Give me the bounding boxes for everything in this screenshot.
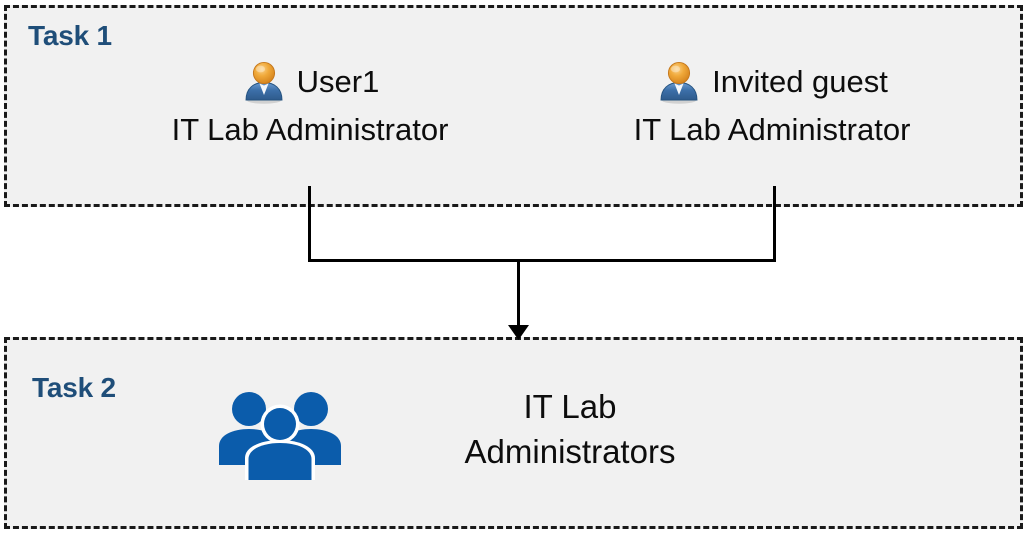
- user-group-icon: [219, 392, 341, 480]
- person-user1-name-row: User1: [110, 58, 510, 106]
- person-user1: User1 IT Lab Administrator: [110, 58, 510, 152]
- group-name-line1: IT Lab: [523, 388, 617, 425]
- user-group-icon-wrap: [216, 388, 344, 480]
- task1-container: [4, 5, 1023, 207]
- group-name-label: IT Lab Administrators: [400, 385, 740, 475]
- user-icon: [241, 59, 287, 105]
- task2-label: Task 2: [32, 372, 116, 403]
- person-invited-guest-name: Invited guest: [712, 63, 888, 99]
- task2-container: [4, 337, 1023, 529]
- person-invited-guest-role: IT Lab Administrator: [633, 112, 911, 147]
- user-icon: [656, 59, 702, 105]
- person-user1-name: User1: [296, 63, 380, 99]
- group-name-line2: Administrators: [464, 432, 676, 470]
- person-user1-role: IT Lab Administrator: [171, 112, 449, 147]
- person-invited-guest-name-row: Invited guest: [572, 58, 972, 106]
- person-invited-guest: Invited guest IT Lab Administrator: [572, 58, 972, 152]
- task1-label: Task 1: [28, 20, 112, 51]
